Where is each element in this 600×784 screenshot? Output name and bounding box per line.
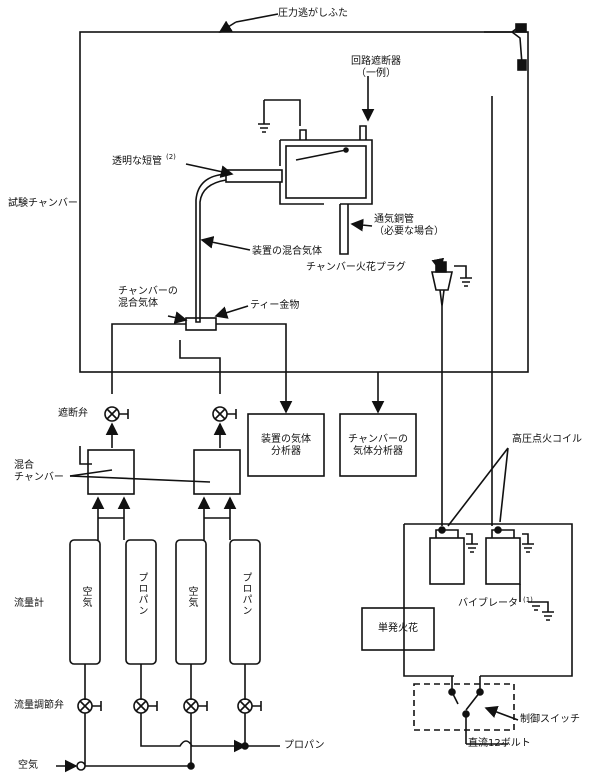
label-propane-vertical-1: プロパン xyxy=(136,572,147,616)
label-air-vertical-2: 空気 xyxy=(186,586,197,608)
hv-coil-1 xyxy=(429,537,465,585)
label-single-spark: 単発火花 xyxy=(378,623,418,634)
label-vent-if-needed: （必要な場合） xyxy=(374,226,444,237)
label-note-1: (1) xyxy=(523,596,533,604)
label-mixing-chamber-2: チャンバー xyxy=(14,472,64,483)
label-propane-vertical-2: プロパン xyxy=(240,572,251,616)
label-flowmeter: 流量計 xyxy=(14,598,44,609)
label-circuit-breaker: 回路遮断器 xyxy=(351,56,401,67)
label-device-gas-analyzer-2: 分析器 xyxy=(271,446,301,457)
mixing-chamber-2 xyxy=(193,449,241,495)
label-test-chamber: 試験チャンバー xyxy=(8,198,78,209)
label-chamber-gas-analyzer-1: チャンバーの xyxy=(348,434,408,445)
mixing-chamber-1 xyxy=(87,449,135,495)
label-air-inlet: 空気 xyxy=(18,760,38,771)
circuit-breaker-enclosure xyxy=(279,139,373,205)
single-spark-box xyxy=(361,607,435,651)
hv-coil-2 xyxy=(485,537,521,585)
label-circuit-breaker-example: （一例） xyxy=(356,68,396,79)
chamber-gas-analyzer-box xyxy=(339,413,417,477)
label-dc-12v: 直流12ボルト xyxy=(468,738,531,749)
label-air-vertical-1: 空気 xyxy=(80,586,91,608)
label-propane-inlet: プロパン xyxy=(284,740,325,751)
label-vent-copper-tube: 通気銅管 xyxy=(374,214,414,225)
label-device-gas-analyzer-1: 装置の気体 xyxy=(261,434,311,445)
label-chamber-gas-analyzer-2: 気体分析器 xyxy=(353,446,403,457)
label-transparent-short-tube: 透明な短管 xyxy=(112,156,162,167)
label-tee-fitting: ティー金物 xyxy=(250,300,300,311)
device-gas-analyzer-box xyxy=(247,413,325,477)
label-mixing-chamber-1: 混合 xyxy=(14,460,34,471)
label-chamber-mixed-gas-1: チャンバーの xyxy=(118,286,178,297)
label-device-mixed-gas: 装置の混合気体 xyxy=(252,246,322,257)
label-chamber-spark-plug: チャンバー火花プラグ xyxy=(306,262,406,273)
label-pressure-relief-lid: 圧力逃がしふた xyxy=(278,8,348,19)
test-chamber-outline xyxy=(79,31,529,373)
label-flow-control-valve: 流量調節弁 xyxy=(14,700,64,711)
label-note-2: (2) xyxy=(166,153,176,161)
label-chamber-mixed-gas-2: 混合気体 xyxy=(118,298,158,309)
label-vibrator: バイブレータ xyxy=(458,598,518,609)
control-switch-box xyxy=(413,683,515,731)
label-control-switch: 制御スイッチ xyxy=(520,714,580,725)
label-shutoff-valve: 遮断弁 xyxy=(58,408,88,419)
label-high-voltage-coil: 高圧点火コイル xyxy=(512,434,582,445)
